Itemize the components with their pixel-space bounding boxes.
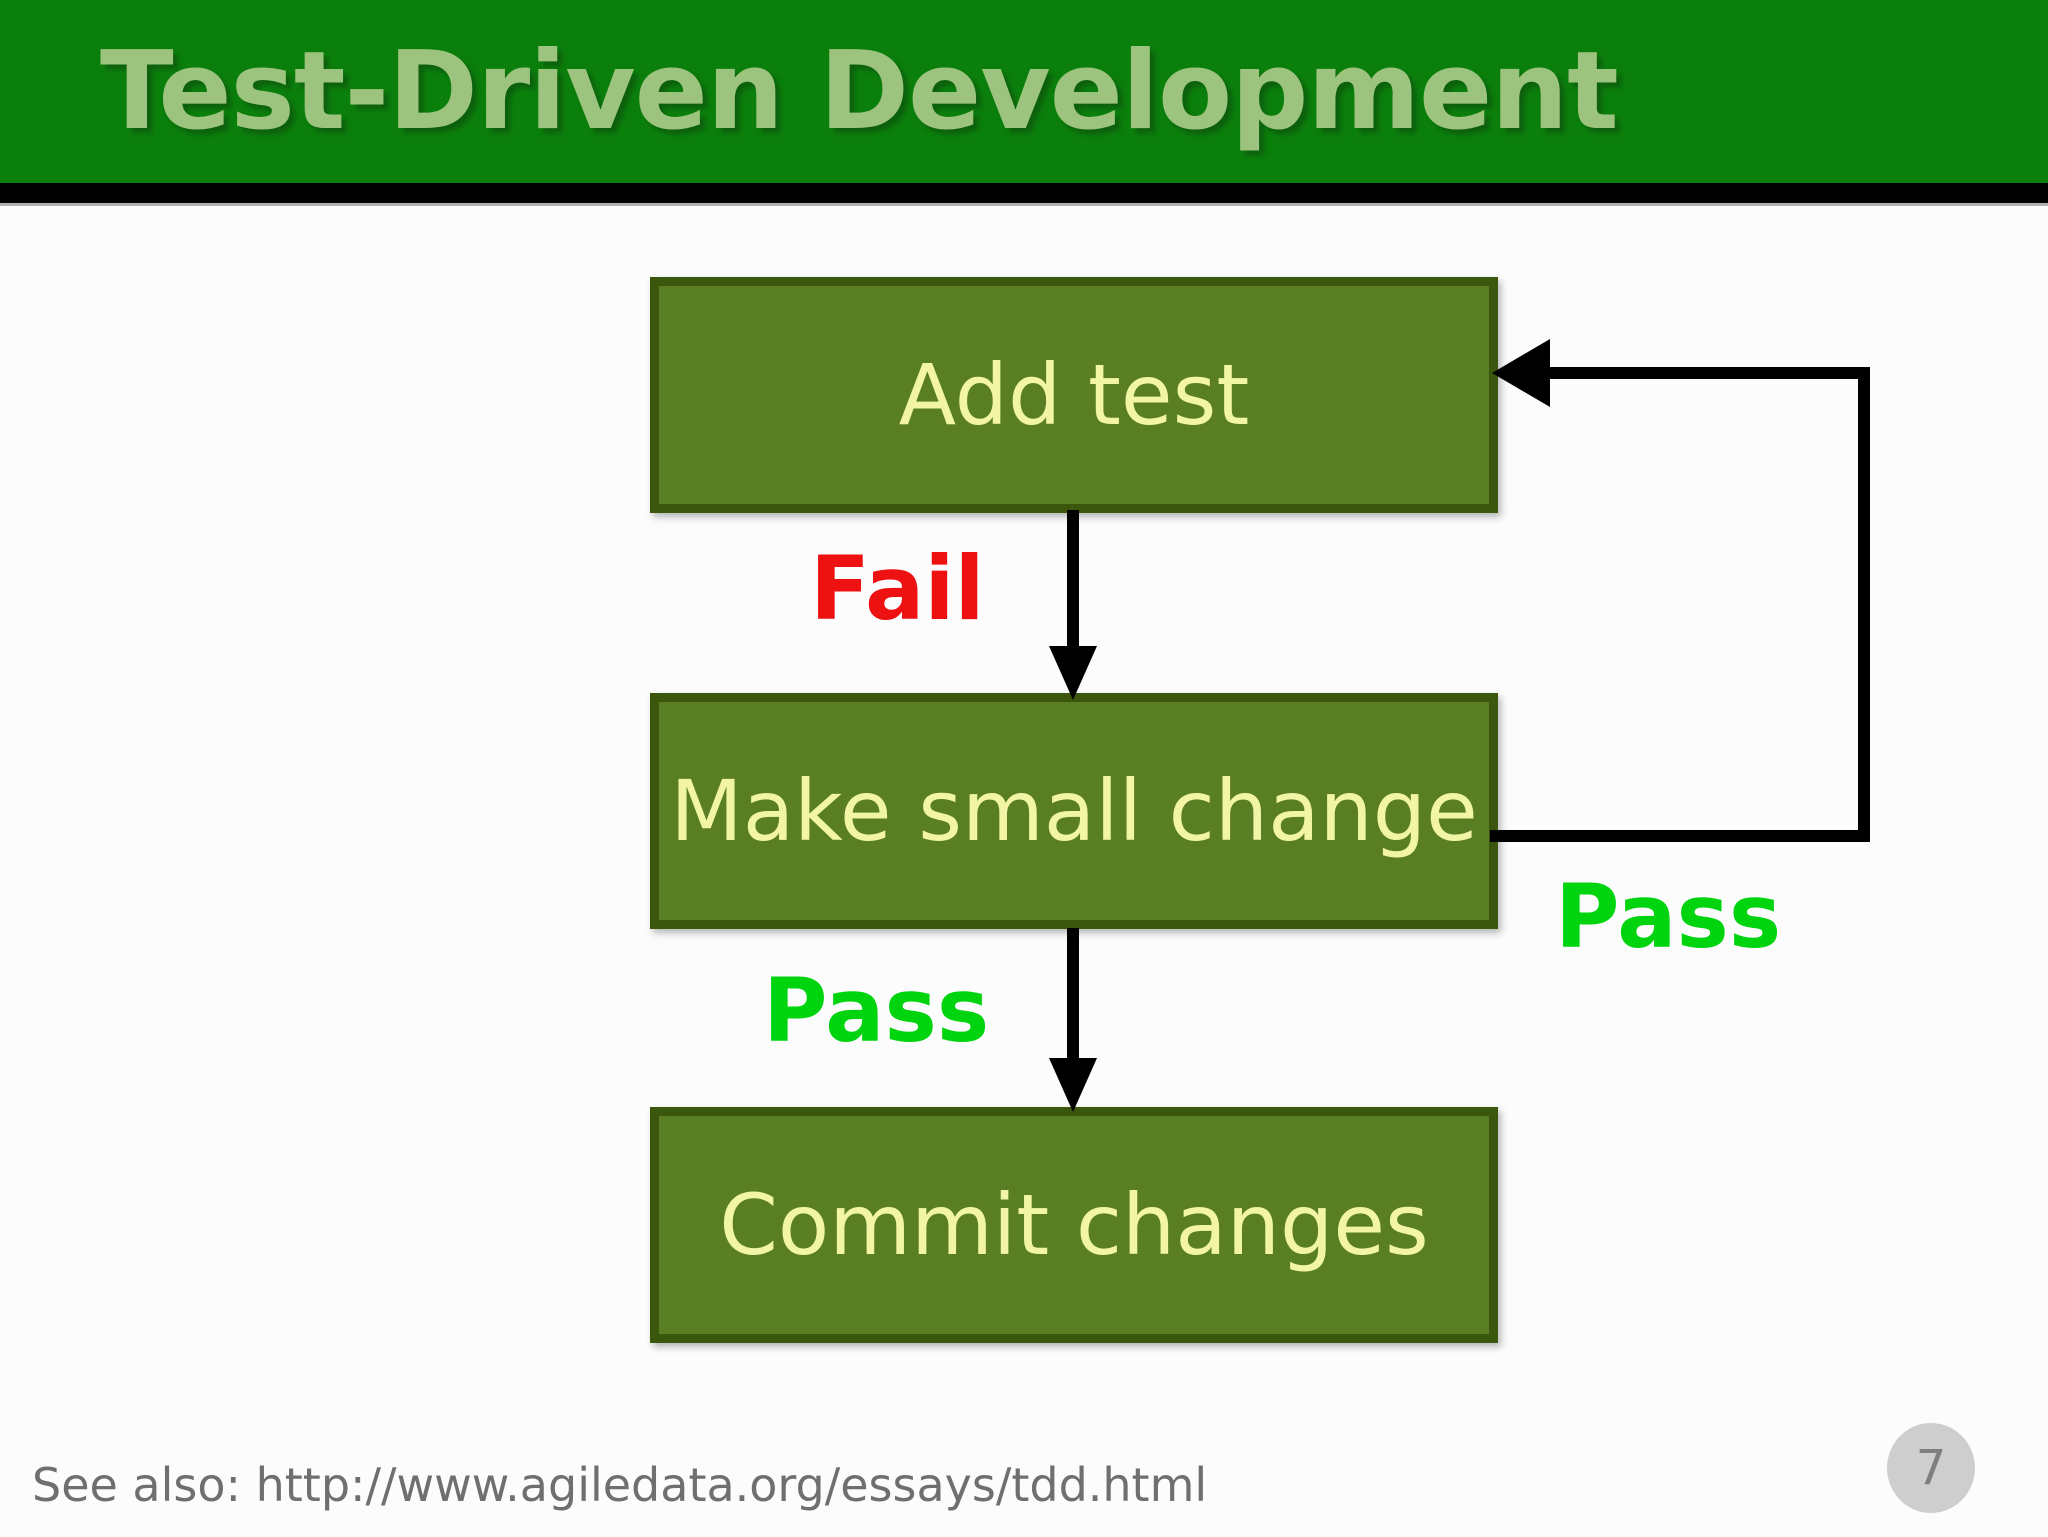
fail-label: Fail xyxy=(810,537,985,640)
loop-arrow-vertical-segment xyxy=(1858,367,1870,842)
pass-arrow-line xyxy=(1067,928,1079,1066)
flow-box-commit-changes: Commit changes xyxy=(650,1107,1498,1343)
flow-box-make-small-change: Make small change xyxy=(650,693,1498,929)
loop-arrow-top-segment xyxy=(1548,367,1870,379)
page-number-badge: 7 xyxy=(1887,1423,1975,1513)
flow-box-make-small-change-label: Make small change xyxy=(670,762,1478,860)
see-also-text: See also: http://www.agiledata.org/essay… xyxy=(32,1458,1208,1512)
slide-title: Test-Driven Development xyxy=(100,29,1619,154)
pass-label-right: Pass xyxy=(1555,865,1782,968)
pass-label-bottom: Pass xyxy=(763,959,990,1062)
slide-header: Test-Driven Development xyxy=(0,0,2048,183)
flow-box-commit-changes-label: Commit changes xyxy=(719,1176,1429,1274)
fail-arrow-line xyxy=(1067,510,1079,648)
page-number: 7 xyxy=(1915,1440,1947,1496)
loop-arrow-bottom-segment xyxy=(1490,830,1870,842)
fail-arrow-down-icon xyxy=(1049,646,1097,700)
header-divider xyxy=(0,183,2048,203)
flow-box-add-test: Add test xyxy=(650,277,1498,513)
header-divider-shadow xyxy=(0,203,2048,206)
loop-arrow-left-icon xyxy=(1492,339,1550,407)
pass-arrow-down-icon xyxy=(1049,1058,1097,1112)
flow-box-add-test-label: Add test xyxy=(898,346,1250,444)
